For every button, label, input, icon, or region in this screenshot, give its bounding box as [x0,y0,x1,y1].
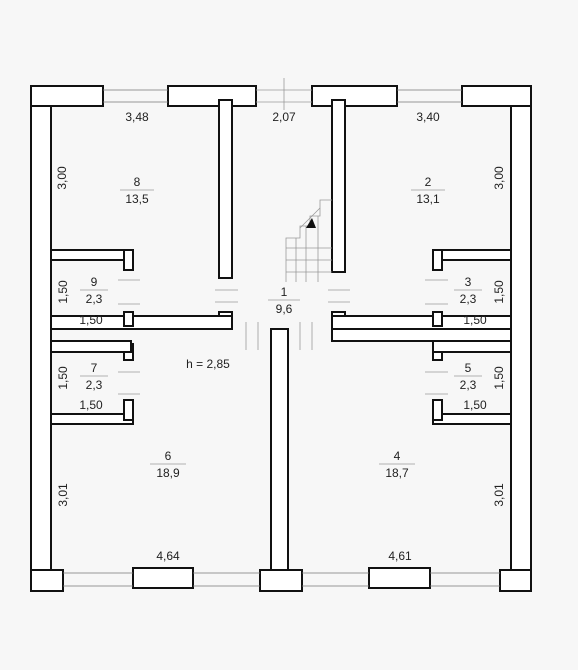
room-label-1: 1 9,6 [268,285,300,316]
room-label-9: 9 2,3 [80,275,108,306]
dim-room5-width: 1,50 [463,398,487,412]
room-number: 3 [465,275,472,289]
dim-bottom-right: 4,61 [388,549,412,563]
room-area: 13,1 [416,192,440,206]
room-number: 5 [465,361,472,375]
room-area: 2,3 [86,292,103,306]
room-number: 6 [165,449,172,463]
dim-room3-height: 1,50 [492,280,506,304]
dim-room3-width: 1,50 [463,313,487,327]
dim-room8-height: 3,00 [55,166,69,190]
room-number: 7 [91,361,98,375]
dim-room9-width: 1,50 [79,313,103,327]
dim-top-right: 3,40 [416,110,440,124]
dimension-labels: 3,48 2,07 3,40 3,00 3,00 1,50 1,50 1,50 … [55,110,506,563]
staircase [285,199,332,282]
dim-room7-height: 1,50 [56,366,70,390]
room-area: 2,3 [460,378,477,392]
room-number: 9 [91,275,98,289]
room-label-2: 2 13,1 [411,175,445,206]
room-area: 9,6 [276,302,293,316]
dim-room7-width: 1,50 [79,398,103,412]
interior-walls [50,99,512,571]
room-number: 8 [134,175,141,189]
dim-room4-height: 3,01 [492,483,506,507]
outer-walls [30,85,532,592]
dim-room5-height: 1,50 [492,366,506,390]
room-label-7: 7 2,3 [80,361,108,392]
room-label-4: 4 18,7 [379,449,415,480]
room-label-8: 8 13,5 [120,175,154,206]
room-label-5: 5 2,3 [454,361,482,392]
dim-bottom-left: 4,64 [156,549,180,563]
room-number: 1 [281,285,288,299]
dim-top-center: 2,07 [272,110,296,124]
room-label-6: 6 18,9 [150,449,186,480]
dim-room9-height: 1,50 [56,280,70,304]
room-area: 2,3 [86,378,103,392]
dim-top-left: 3,48 [125,110,149,124]
room-area: 2,3 [460,292,477,306]
dim-room6-height: 3,01 [56,483,70,507]
room-area: 18,7 [385,466,409,480]
room-area: 13,5 [125,192,149,206]
dim-room2-height: 3,00 [492,166,506,190]
room-area: 18,9 [156,466,180,480]
room-number: 2 [425,175,432,189]
room-number: 4 [394,449,401,463]
ceiling-height: h = 2,85 [186,357,230,371]
room-label-3: 3 2,3 [454,275,482,306]
openings [63,78,500,587]
